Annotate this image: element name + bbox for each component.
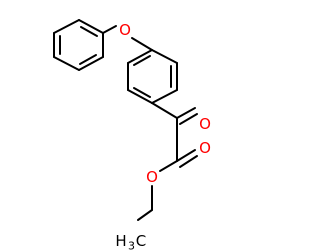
methyl-c-label: C bbox=[136, 232, 146, 250]
ester-double-bond-1 bbox=[176, 149, 196, 162]
carbonyl-oxygen-label: O bbox=[199, 139, 211, 157]
bond-ester-c-to-ester-o bbox=[159, 160, 178, 172]
phenyl-ring-middle bbox=[127, 49, 178, 104]
ring-top-inner-1 bbox=[80, 26, 98, 37]
ester-oxygen-label: O bbox=[146, 168, 158, 186]
ketone-oxygen-label: O bbox=[199, 115, 211, 133]
bond-ether-o-to-ring-mid bbox=[131, 37, 153, 51]
methyl-subscript-label: 3 bbox=[128, 240, 135, 250]
ring-top-bond-1 bbox=[78, 19, 104, 34]
ester-double-bond-2 bbox=[179, 155, 198, 168]
ring-mid-bond-3 bbox=[151, 89, 178, 104]
ring-mid-inner-3 bbox=[133, 55, 151, 66]
ring-mid-inner-2 bbox=[133, 87, 151, 98]
ring-top-bond-4 bbox=[53, 56, 80, 71]
ring-top-inner-2 bbox=[79, 54, 97, 65]
ketone-double-bond-2 bbox=[179, 113, 198, 125]
molecule-structure: O O O O H 3 C bbox=[53, 19, 211, 250]
methyl-label: H 3 C bbox=[115, 232, 146, 250]
bond-ethyl-ch2-to-ch3 bbox=[137, 209, 153, 221]
ring-mid-bond-4 bbox=[127, 89, 153, 104]
ring-top-bond-6 bbox=[53, 19, 80, 34]
bond-ring-mid-to-ketone-c bbox=[151, 102, 178, 119]
ring-mid-bond-1 bbox=[151, 49, 178, 64]
bond-ring-top-to-ether-o bbox=[102, 25, 117, 34]
phenyl-ring-top bbox=[53, 19, 104, 71]
ether-oxygen-label: O bbox=[119, 21, 131, 39]
ketone-double-bond-1 bbox=[176, 107, 196, 119]
ring-top-bond-3 bbox=[78, 56, 104, 71]
ring-mid-bond-6 bbox=[127, 49, 153, 64]
methyl-h-label: H bbox=[115, 232, 126, 250]
